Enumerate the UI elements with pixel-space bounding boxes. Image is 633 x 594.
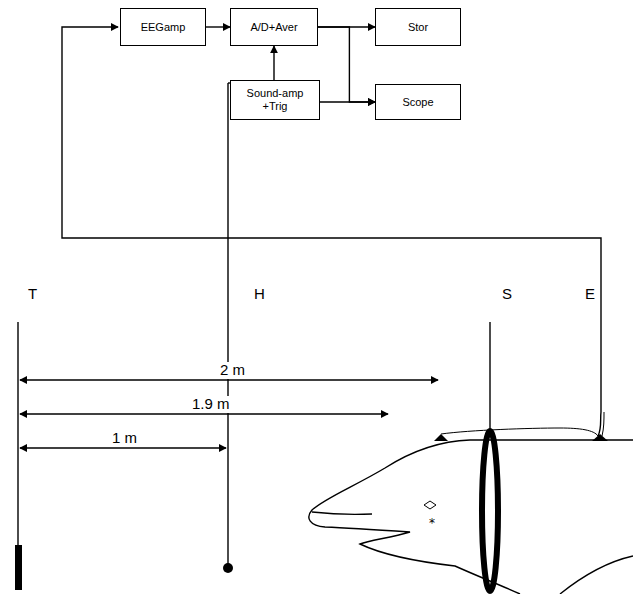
suction-ring (482, 431, 498, 591)
electrode-lead (441, 428, 598, 436)
hydrophone-cable (227, 83, 228, 565)
dimension-line (20, 447, 226, 448)
transducer-pole (17, 322, 18, 545)
whale-flipper (560, 556, 633, 594)
storage-box: Stor (375, 8, 461, 46)
hydrophone (223, 563, 233, 573)
averager-box: A/D+Aver (230, 8, 318, 46)
eeg-wire (62, 27, 601, 412)
whale-mouth (312, 512, 372, 514)
signal-arrow (273, 46, 274, 80)
electrode (434, 434, 448, 441)
box-text: Scope (402, 96, 433, 109)
box-text: EEGamp (141, 21, 186, 34)
signal-arrow (320, 101, 375, 102)
dimension-label: 2 m (218, 362, 247, 379)
signal-arrow (206, 26, 230, 27)
pole-label: S (500, 286, 514, 303)
pole-label: E (583, 286, 597, 303)
box-text: Sound-amp +Trig (235, 87, 315, 112)
signal-arrow (318, 27, 375, 102)
dimension-line (20, 379, 438, 380)
box-text: A/D+Aver (250, 21, 297, 34)
dimension-label: 1 m (110, 430, 139, 447)
electrode (592, 434, 608, 441)
suction-pole (489, 322, 490, 432)
whale-eye (424, 501, 436, 509)
dimension-line (20, 413, 388, 414)
pole-label: T (26, 286, 39, 303)
svg-text:*: * (429, 516, 435, 530)
pole-label: H (252, 286, 267, 303)
transducer (15, 545, 22, 590)
box-text: Stor (408, 21, 428, 34)
trigger-box: Sound-amp +Trig (230, 80, 320, 120)
amplifier-box: EEGamp (120, 8, 206, 46)
dimension-label: 1.9 m (190, 396, 232, 413)
scope-box: Scope (375, 84, 461, 120)
electrode-lead (602, 412, 604, 436)
whale-head (309, 440, 633, 594)
electrode-lead (598, 412, 601, 436)
